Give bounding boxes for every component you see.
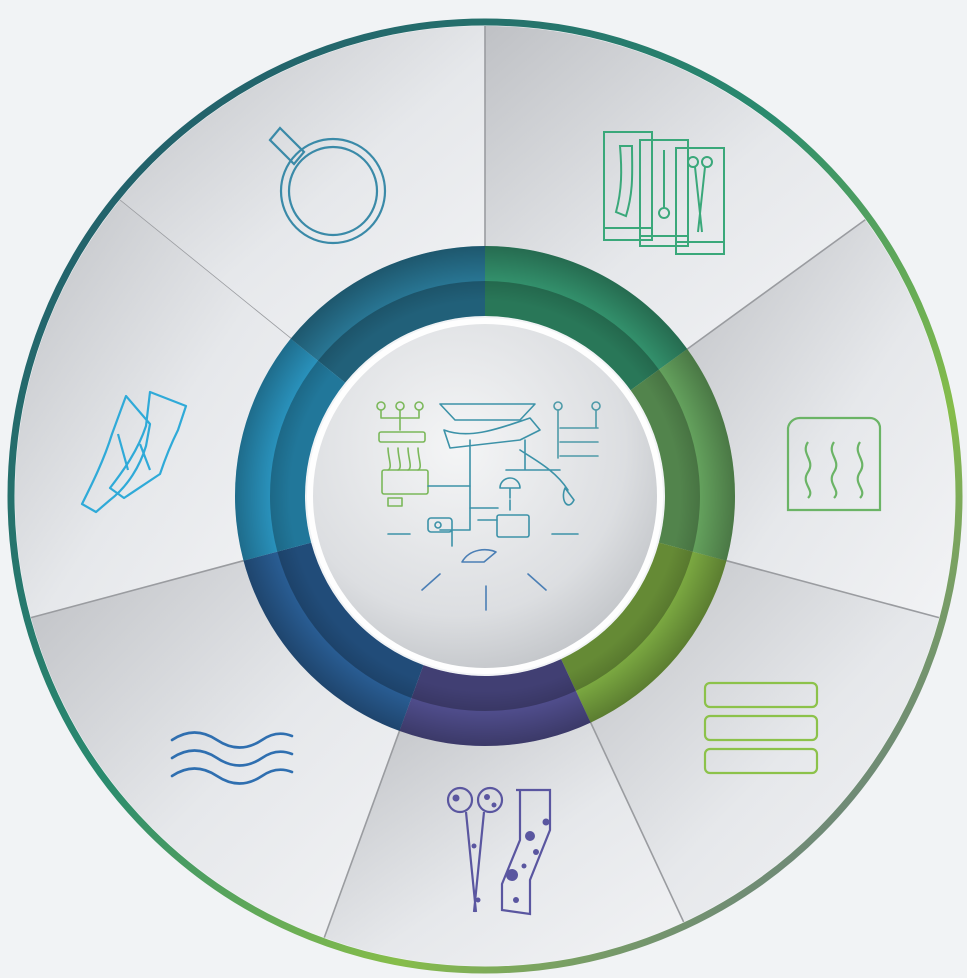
gloved-hands-icon — [80, 390, 188, 514]
outer-rim — [7, 18, 963, 974]
magnifier-ring-icon — [268, 126, 387, 245]
wheel-segment — [15, 200, 293, 618]
stacked-trays-icon — [703, 681, 819, 775]
wheel-segment — [119, 26, 486, 340]
segment-divider — [589, 720, 685, 923]
wheel-segment — [324, 720, 684, 967]
segment-divider — [724, 559, 940, 619]
hub-disc — [313, 324, 657, 668]
water-waves-icon — [170, 731, 294, 785]
dental-chair-icon — [376, 401, 601, 611]
heat-vapor-icon — [786, 416, 882, 512]
segment-divider — [323, 728, 401, 938]
sterile-pouches-icon — [603, 131, 725, 255]
segment-divider — [30, 559, 246, 619]
wheel-segment — [31, 560, 401, 938]
contaminated-instruments-icon — [446, 786, 552, 916]
segment-divider — [685, 219, 866, 351]
